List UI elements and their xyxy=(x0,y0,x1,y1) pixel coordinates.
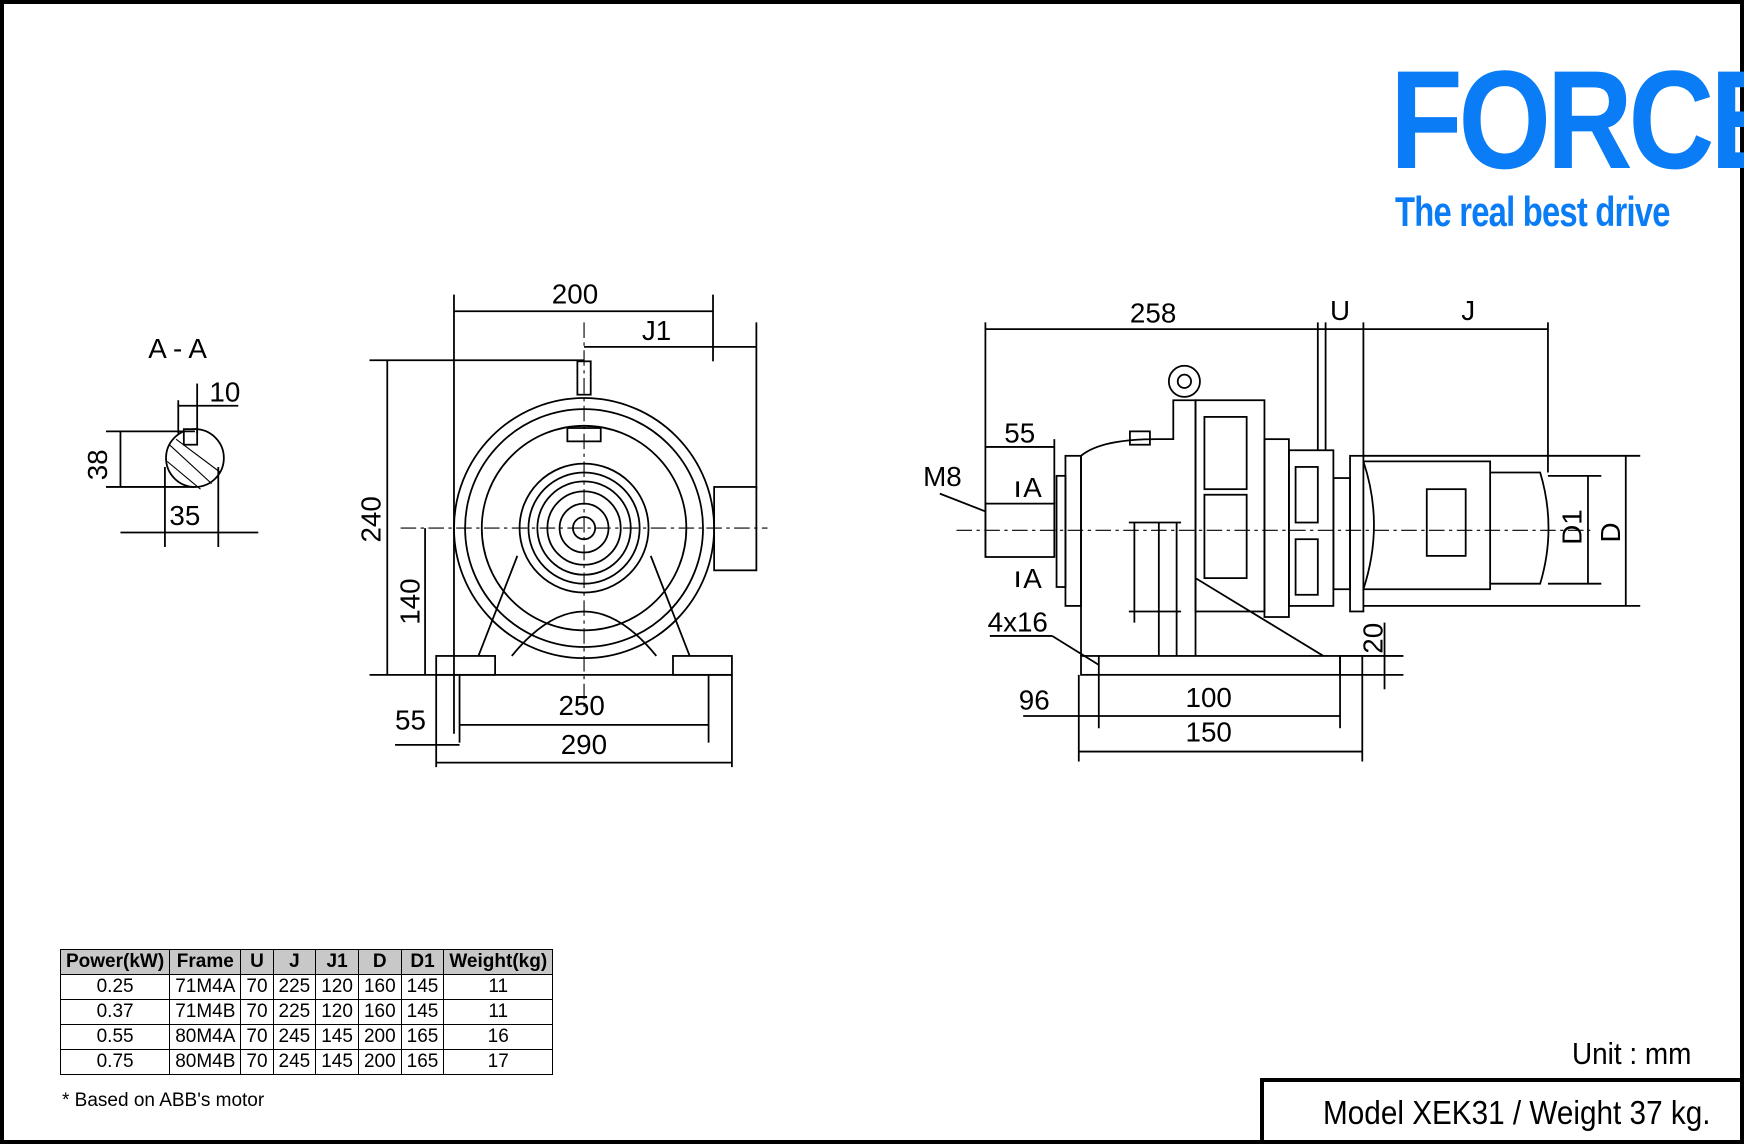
dim-front-width: 200 xyxy=(552,279,598,310)
table-cell: 145 xyxy=(400,974,445,1000)
table-cell: 0.37 xyxy=(59,999,171,1025)
dim-foot: 55 xyxy=(395,704,426,735)
dim-base-length: 150 xyxy=(1186,717,1232,748)
dim-base-height: 20 xyxy=(1357,623,1388,654)
dim-holes: 4x16 xyxy=(988,606,1048,637)
table-cell: 160 xyxy=(357,999,402,1025)
table-cell: 70 xyxy=(240,1049,274,1075)
table-cell: 225 xyxy=(272,974,317,1000)
dim-overall-length: 258 xyxy=(1130,297,1176,328)
dim-d: D xyxy=(1595,522,1626,542)
table-cell: 71M4A xyxy=(169,974,242,1000)
brand-tagline: The real best drive xyxy=(1395,188,1670,235)
dim-key-width: 10 xyxy=(209,376,240,407)
table-cell: 11 xyxy=(443,974,554,1000)
dim-j: J xyxy=(1461,295,1475,326)
table-header-row: Power(kW) Frame U J J1 D D1 Weight(kg) xyxy=(59,949,554,975)
table-cell: 120 xyxy=(315,974,359,1000)
model-label: Model XEK31 / Weight 37 kg. xyxy=(1322,1094,1710,1131)
col-frame: Frame xyxy=(169,949,242,975)
table-cell: 70 xyxy=(240,999,274,1025)
table-cell: 200 xyxy=(357,1024,402,1050)
col-d1: D1 xyxy=(400,949,445,975)
table-cell: 11 xyxy=(443,999,554,1025)
table-cell: 200 xyxy=(357,1049,402,1075)
table-cell: 0.75 xyxy=(59,1049,171,1075)
dim-base-width: 290 xyxy=(561,729,607,760)
table-cell: 165 xyxy=(400,1049,445,1075)
model-box: Model XEK31 / Weight 37 kg. xyxy=(1260,1078,1742,1142)
dim-bolt-span: 250 xyxy=(558,690,604,721)
table-cell: 0.25 xyxy=(59,974,171,1000)
side-view: 258 U J 55 M8 A A 4x16 D1 D 20 96 100 15… xyxy=(923,295,1641,762)
col-d: D xyxy=(357,949,402,975)
dim-j1: J1 xyxy=(642,315,671,346)
section-title: A - A xyxy=(148,333,207,364)
dim-center-height: 140 xyxy=(395,578,426,624)
table-cell: 145 xyxy=(315,1024,359,1050)
dim-d1: D1 xyxy=(1556,509,1587,545)
dim-u: U xyxy=(1330,295,1350,326)
col-power: Power(kW) xyxy=(59,949,171,975)
table-cell: 0.55 xyxy=(59,1024,171,1050)
dim-bolt-span-side: 100 xyxy=(1186,682,1232,713)
table-cell: 245 xyxy=(272,1024,317,1050)
dim-shaft-length: 55 xyxy=(1004,417,1035,448)
table-cell: 16 xyxy=(443,1024,554,1050)
dim-section-height: 38 xyxy=(82,449,113,480)
table-cell: 145 xyxy=(315,1049,359,1075)
table-cell: 160 xyxy=(357,974,402,1000)
dim-offset: 96 xyxy=(1019,684,1050,715)
table-footnote: * Based on ABB's motor xyxy=(62,1090,265,1111)
section-mark-bottom: A xyxy=(1023,563,1042,594)
spec-table: Power(kW) Frame U J J1 D D1 Weight(kg) 0… xyxy=(59,949,554,1075)
col-j: J xyxy=(272,949,317,975)
table-cell: 70 xyxy=(240,974,274,1000)
col-j1: J1 xyxy=(315,949,359,975)
table-cell: 245 xyxy=(272,1049,317,1075)
brand-logo: FORCE xyxy=(1390,41,1744,198)
table-cell: 17 xyxy=(443,1049,554,1075)
table-cell: 165 xyxy=(400,1024,445,1050)
table-cell: 145 xyxy=(400,999,445,1025)
col-weight: Weight(kg) xyxy=(443,949,554,975)
table-cell: 80M4B xyxy=(169,1049,242,1075)
col-u: U xyxy=(240,949,274,975)
table-cell: 71M4B xyxy=(169,999,242,1025)
dim-front-height: 240 xyxy=(356,496,387,542)
front-view: 200 J1 240 140 250 55 290 xyxy=(356,279,768,768)
table-cell: 80M4A xyxy=(169,1024,242,1050)
dim-thread: M8 xyxy=(923,461,962,492)
table-cell: 120 xyxy=(315,999,359,1025)
section-mark-top: A xyxy=(1023,472,1042,503)
unit-label: Unit : mm xyxy=(1572,1036,1692,1071)
table-cell: 225 xyxy=(272,999,317,1025)
table-cell: 70 xyxy=(240,1024,274,1050)
section-a-a: A - A 10 38 35 xyxy=(82,333,259,547)
dim-section-diameter: 35 xyxy=(169,500,200,531)
